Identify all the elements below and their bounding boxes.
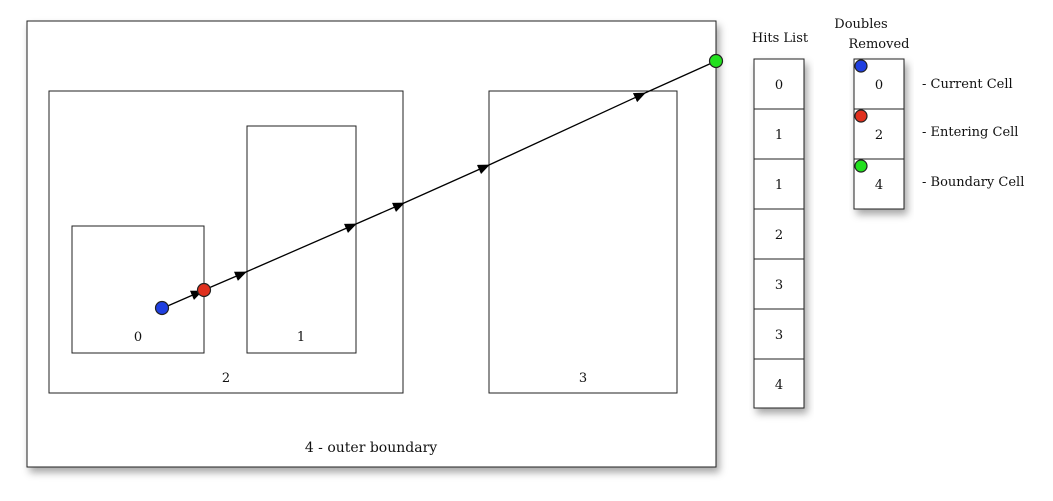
- doubles-removed-rows: [854, 108, 904, 160]
- legend-boundary-dot: [854, 159, 868, 173]
- doubles-removed-title-line2: Removed: [849, 37, 910, 52]
- boundary-cell-point: [708, 53, 724, 69]
- legend-current-label: - Current Cell: [922, 77, 1013, 92]
- ray-segment-7: [644, 61, 715, 94]
- hits-list-box: [753, 58, 805, 409]
- cell-2-label: 2: [222, 371, 230, 386]
- ray-segment-4: [355, 202, 405, 225]
- outer-boundary-cell: [26, 20, 717, 468]
- hits-list-item: 1: [775, 178, 783, 193]
- cell-0-label: 0: [134, 330, 142, 345]
- hits-list-title: Hits List: [752, 31, 809, 46]
- doubles-removed-title-line1: Doubles: [834, 17, 887, 32]
- legend-current-dot: [854, 59, 868, 73]
- hits-list-item: 1: [775, 128, 783, 143]
- cell-3-label: 3: [579, 371, 587, 386]
- doubles-removed-item: 4: [875, 178, 883, 193]
- doubles-removed-item: 0: [875, 78, 883, 93]
- doubles-removed-box: [853, 58, 905, 210]
- outer-boundary-label: 4 - outer boundary: [305, 440, 437, 456]
- cell-2-box: [48, 90, 404, 394]
- cell-3-box: [488, 90, 678, 394]
- ray-segment-2: [203, 271, 247, 291]
- hits-list-item: 2: [775, 228, 783, 243]
- legend-entering-label: - Entering Cell: [922, 125, 1018, 140]
- current-cell-point: [154, 300, 170, 316]
- ray-segment-6: [488, 92, 646, 166]
- cell-1-label: 1: [297, 330, 305, 345]
- hits-list-item: 0: [775, 78, 783, 93]
- ray-path: [162, 61, 715, 309]
- ray-segment-3: [245, 223, 357, 273]
- ray-segment-1: [162, 290, 203, 309]
- hits-list-item: 3: [775, 328, 783, 343]
- hits-list-rows: [754, 108, 804, 360]
- hits-list-item: 3: [775, 278, 783, 293]
- doubles-removed-item: 2: [875, 128, 883, 143]
- legend-boundary-label: - Boundary Cell: [922, 175, 1024, 190]
- legend-entering-dot: [854, 109, 868, 123]
- entering-cell-point: [196, 282, 212, 298]
- ray-segment-5: [403, 164, 490, 204]
- hits-list-item: 4: [775, 378, 783, 393]
- cell-1-box: [246, 125, 357, 354]
